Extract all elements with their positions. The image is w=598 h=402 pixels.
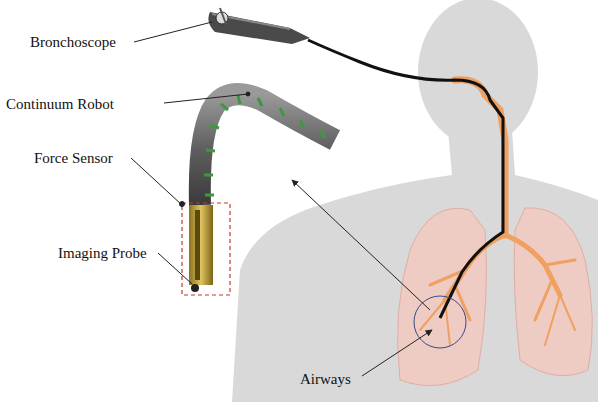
- continuum-robot: [182, 94, 335, 295]
- part-label: Force Sensor: [34, 149, 113, 167]
- part-label: Airways: [300, 370, 351, 388]
- leader-lines: [131, 22, 432, 376]
- airway-tree: [420, 80, 575, 345]
- part-label: Continuum Robot: [6, 95, 114, 113]
- human-silhouette: [232, 0, 598, 402]
- part-label: Imaging Probe: [58, 244, 147, 262]
- scope-path: [308, 40, 503, 318]
- part-label: Bronchoscope: [30, 33, 116, 51]
- zoom-circle: [414, 296, 466, 348]
- bronchoscope-device: [208, 8, 310, 44]
- lungs: [398, 208, 593, 386]
